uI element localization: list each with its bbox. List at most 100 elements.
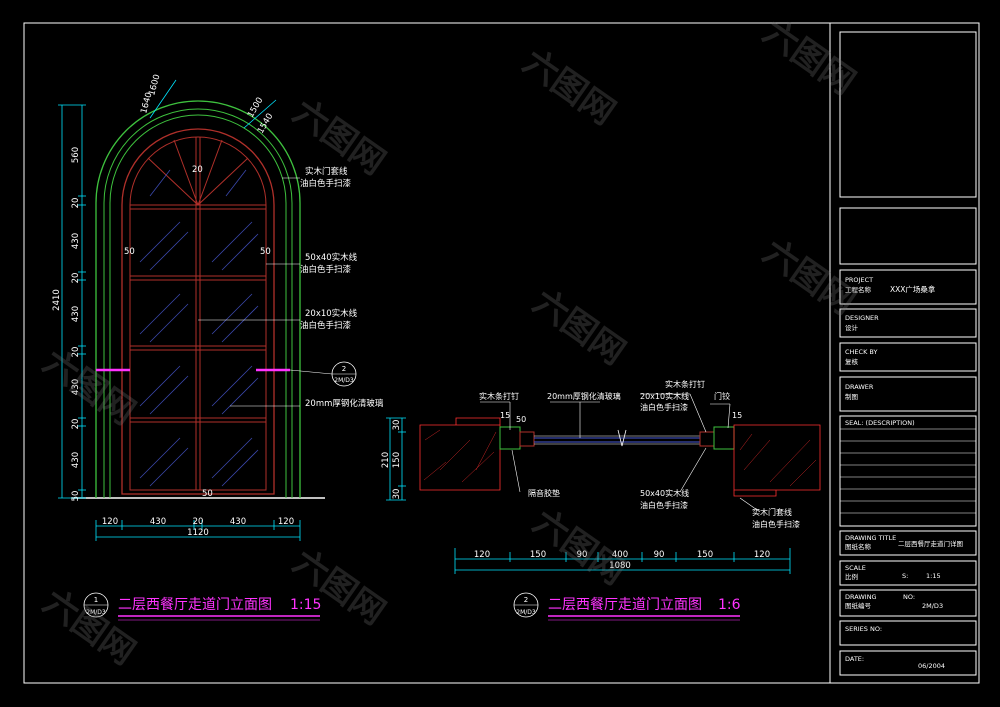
sec-label-wood-50x40: 50x40实木线 [640,488,689,498]
inner-dim-50-right: 50 [260,247,271,257]
sec-dim-15-right: 15 [732,411,742,420]
tb-project-cn: 工程名称 [845,285,872,294]
elev-bot-dim-5: 120 [278,517,294,527]
sec-dim-15-left: 15 [500,411,510,420]
tb-drawing-no-value: 2M/D3 [922,602,943,610]
tb-drawer-cn: 制图 [845,392,858,401]
note-2-line1: 50x40实木线 [305,252,358,263]
tb-project-label: PROJECT [845,276,873,284]
elevation-dimensions-top: 1600 1640 1500 1540 20 50 50 50 [124,73,277,499]
tb-date-label: DATE: [845,655,864,663]
inner-dim-50-bottom: 50 [202,489,213,499]
elev-dim-7: 430 [71,379,81,395]
sec-bot-dim-2: 150 [530,550,546,560]
title-block [839,31,977,676]
sec-title-scale: 1:6 [718,597,741,613]
note-4-line1: 20mm厚钢化清玻璃 [305,398,384,409]
sec-left-dim-1: 30 [392,420,402,431]
tb-project-value: XXX广场桑拿 [890,284,936,294]
elev-overall-height: 2410 [52,289,62,311]
tb-date-value: 06/2004 [918,662,945,670]
sec-title-tag-sheet: 2M/D3 [516,609,536,616]
tb-scale-s: S: [902,572,908,580]
sec-label-glass: 20mm厚钢化清玻璃 [547,391,621,401]
sec-label-wood-20x10: 20x10实木线 [640,391,689,401]
elev-dim-6: 20 [71,347,81,358]
sec-bot-dim-3: 90 [577,550,588,560]
tb-scale-value: 1:15 [926,572,941,580]
elev-bot-dim-3: 20 [193,517,204,527]
section-dimensions-bottom [454,548,791,574]
tb-drawing-title-label: DRAWING TITLE [845,534,896,542]
sec-dim-50: 50 [516,415,526,424]
sec-overall-width: 1080 [609,561,631,571]
elev-section-tag-num: 2 [342,365,346,373]
sec-label-paint: 油白色手扫漆 [640,402,688,412]
sheet-border [23,22,980,684]
elevation-dimensions-left [58,104,86,499]
tb-drawing-no-cn: 图纸编号 [845,601,872,610]
elev-section-tag-sheet: 2M/D3 [334,377,354,384]
inner-dim-50-left: 50 [124,247,135,257]
elev-dim-2: 20 [71,198,81,209]
sec-bot-dim-6: 150 [697,550,713,560]
tb-drawing-no-label2: NO: [903,593,915,601]
elev-bot-dim-4: 430 [230,517,246,527]
door-section [419,393,821,513]
tb-designer-cn: 设计 [845,323,859,332]
inner-dim-20-top: 20 [192,165,203,175]
sec-bot-dim-7: 120 [754,550,770,560]
elevation-dimensions-bottom [95,520,301,541]
tb-series-label: SERIES NO: [845,625,882,633]
elev-title-scale: 1:15 [290,597,321,613]
elevation-title: 1 2M/D3 二层西餐厅走道门立面图 1:15 [83,592,321,621]
elev-title-tag-sheet: 2M/D3 [86,609,106,616]
sec-label-bottom-paint: 油白色手扫漆 [640,500,688,510]
door-elevation [72,100,325,499]
elev-dim-4: 20 [71,273,81,284]
sec-left-dim-3: 30 [392,489,402,500]
sec-label-frame: 实木门套线 [752,507,792,517]
tb-seal-label: SEAL: (DESCRIPTION) [845,419,915,427]
tb-drawing-no-label: DRAWING [845,593,877,601]
elev-dim-8: 20 [71,419,81,430]
tb-drawing-title-value: 二层西餐厅走道门详图 [898,539,963,548]
sec-bot-dim-4: 400 [612,550,628,560]
sec-label-seal: 隔音胶垫 [528,488,560,498]
sec-title-text: 二层西餐厅走道门立面图 [548,597,702,613]
elev-title-tag-num: 1 [94,596,98,604]
elev-title-text: 二层西餐厅走道门立面图 [118,597,272,613]
elev-bot-dim-2: 430 [150,517,166,527]
tb-drawing-title-cn: 图纸名称 [845,542,872,551]
elev-dim-9: 430 [71,452,81,468]
note-1-line1: 实木门套线 [305,166,348,177]
section-title: 2 2M/D3 二层西餐厅走道门立面图 1:6 [513,592,741,621]
sec-overall-height: 210 [381,452,391,468]
sec-label-frame-paint: 油白色手扫漆 [752,519,800,529]
elev-bot-dim-1: 120 [102,517,118,527]
sec-bot-dim-1: 120 [474,550,490,560]
tb-drawer-label: DRAWER [845,383,874,391]
elev-dim-3: 430 [71,233,81,249]
note-3-line1: 20x10实木线 [305,308,358,319]
note-2-line2: 油白色手扫漆 [300,264,352,275]
elev-dim-1: 560 [71,147,81,163]
sec-label-hinge: 门铰 [714,391,730,401]
elev-overall-width: 1120 [187,528,209,538]
tb-check-label: CHECK BY [845,348,878,356]
sec-label-nail-left: 实木条打钉 [479,391,519,401]
sec-title-tag-num: 2 [524,596,528,604]
sec-bot-dim-5: 90 [654,550,665,560]
tb-scale-label: SCALE [845,564,866,572]
tb-scale-cn: 比例 [845,572,858,581]
note-1-line2: 油白色手扫漆 [300,178,352,189]
sec-label-nail-right: 实木条打钉 [665,379,705,389]
tb-check-cn: 复核 [845,357,859,366]
elevation-notes: 实木门套线 油白色手扫漆 50x40实木线 油白色手扫漆 20x10实木线 油白… [198,166,384,409]
sec-left-dim-2: 150 [392,452,402,468]
tb-designer-label: DESIGNER [845,314,879,322]
elev-dim-10: 50 [71,491,81,502]
elev-dim-5: 430 [71,306,81,322]
note-3-line2: 油白色手扫漆 [300,320,352,331]
